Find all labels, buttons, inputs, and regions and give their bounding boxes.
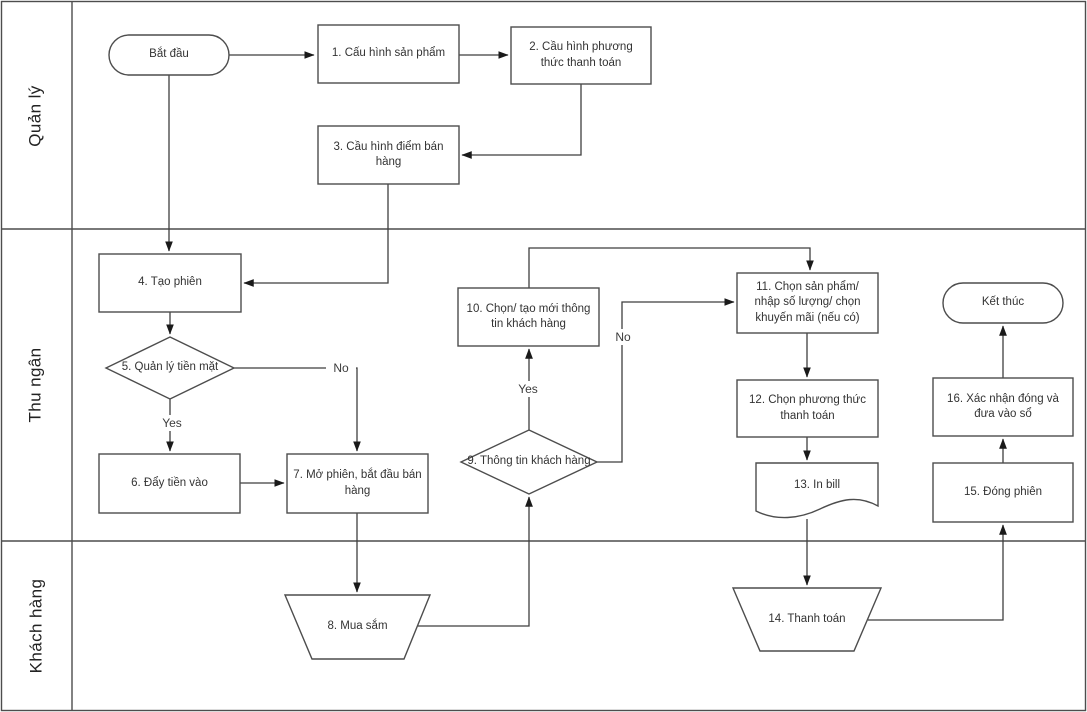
edge-label-customer-no: No xyxy=(608,329,638,345)
node-9-shape xyxy=(459,429,599,495)
lane-thu-ngan-label: Thu ngân xyxy=(26,347,46,423)
node-4-shape xyxy=(98,253,242,313)
lane-khach-hang: Khách hàng xyxy=(0,541,72,710)
node-13-label: 13. In bill xyxy=(793,479,841,492)
lane-khach-hang-label: Khách hàng xyxy=(26,578,45,673)
node-2-shape xyxy=(510,26,652,85)
node-7-shape xyxy=(286,453,429,514)
node-6-label: 6. Đẩy tiền vào xyxy=(131,476,208,489)
node-14-shape xyxy=(731,587,883,652)
edge-label-cash-no: No xyxy=(326,360,356,376)
node-3-label: 3. Cầu hình điểm bán hàng xyxy=(333,140,444,168)
node-end-shape xyxy=(942,282,1064,324)
edge-9-no-to-11 xyxy=(595,298,735,463)
edge-10-to-11 xyxy=(528,247,814,288)
node-end-label: Kết thúc xyxy=(981,296,1025,309)
edge-2-to-3 xyxy=(461,84,582,159)
node-12-shape xyxy=(736,379,879,438)
node-9-label: 9. Thông tin khách hàng xyxy=(467,455,591,468)
lane-quan-ly: Quản lý xyxy=(0,2,72,229)
node-16-label: 16. Xác nhận đóng và đưa vào sổ xyxy=(947,392,1059,420)
node-15-label: 15. Đóng phiên xyxy=(963,485,1042,498)
node-8-shape xyxy=(283,594,432,660)
node-15-shape xyxy=(932,462,1074,523)
node-4-label: 4. Tạo phiên xyxy=(138,276,202,289)
edge-14-to-15 xyxy=(868,524,1007,621)
node-8-label: 8. Mua sắm xyxy=(327,620,388,633)
node-3-shape xyxy=(317,125,460,185)
edge-8-to-9 xyxy=(418,496,533,627)
node-12-label: 12. Chọn phương thức thanh toán xyxy=(749,394,866,422)
edge-label-customer-yes: Yes xyxy=(511,381,545,397)
lane-quan-ly-label: Quản lý xyxy=(25,84,45,147)
lane-thu-ngan: Thu ngân xyxy=(0,229,72,541)
node-11-shape xyxy=(736,272,879,334)
node-5-label: 5. Quản lý tiền mặt xyxy=(121,361,219,374)
node-11-label: 11. Chọn sản phẩm/ nhập số lượng/ chọn k… xyxy=(754,281,861,324)
edge-label-cash-yes: Yes xyxy=(155,415,189,431)
node-1-label: 1. Cấu hình sản phẩm xyxy=(331,47,446,60)
node-10-label: 10. Chọn/ tạo mới thông tin khách hàng xyxy=(466,302,591,330)
node-5-shape xyxy=(104,336,236,400)
node-10-shape xyxy=(457,287,600,347)
node-start-label: Bắt đầu xyxy=(149,48,189,61)
node-6-shape xyxy=(98,453,241,514)
node-2-label: 2. Cầu hình phương thức thanh toán xyxy=(529,41,633,69)
node-16-shape xyxy=(932,377,1074,437)
edge-3-to-4 xyxy=(243,184,389,287)
node-1-shape xyxy=(317,24,460,84)
node-start-shape xyxy=(108,34,230,76)
node-14-label: 14. Thanh toán xyxy=(768,612,846,625)
node-13-shape xyxy=(755,462,879,519)
edge-5-no-to-7 xyxy=(234,367,361,452)
node-7-label: 7. Mở phiên, bắt đầu bán hàng xyxy=(293,469,422,497)
